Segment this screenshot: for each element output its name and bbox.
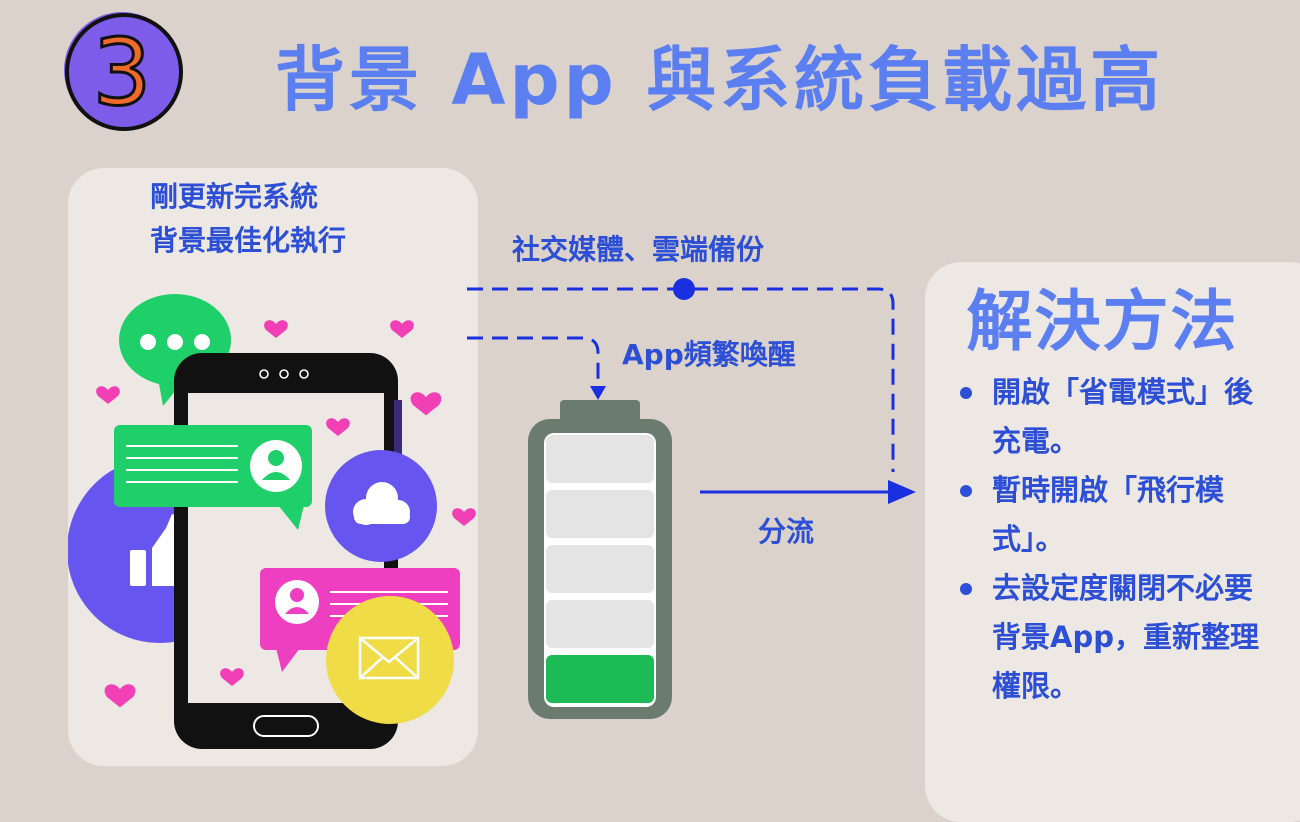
solution-title: 解決方法 (966, 283, 1239, 360)
battery-segment-empty (546, 435, 654, 483)
phone-illustration (68, 294, 476, 749)
message-lines (126, 445, 238, 483)
solution-item: 暫時開啟「飛行模式」。 (960, 466, 1280, 564)
badge-circle (64, 12, 180, 128)
label-app-wake: App頻繁喚醒 (622, 338, 796, 371)
label-social-cloud: 社交媒體、雲端備份 (512, 233, 765, 266)
cloud-icon (353, 482, 410, 525)
caption-line-2: 背景最佳化執行 (150, 224, 347, 257)
label-split: 分流 (758, 515, 815, 548)
flow-arrows (467, 278, 916, 504)
battery-segment-charged (546, 655, 654, 703)
arrowhead-down (590, 386, 606, 400)
heart-icons (96, 320, 476, 708)
step-number-badge: 3 (64, 12, 183, 131)
caption-line-1: 剛更新完系統 (150, 180, 319, 213)
arrowhead-right (888, 480, 916, 504)
ellipsis-icon (140, 334, 210, 350)
phone-camera-dots (259, 369, 309, 379)
solution-item: 開啟「省電模式」後充電。 (960, 368, 1280, 466)
dashed-arrow-social (467, 287, 895, 472)
solution-item: 去設定度關閉不必要背景App，重新整理權限。 (960, 564, 1280, 711)
solution-list: 開啟「省電模式」後充電。 暫時開啟「飛行模式」。 去設定度關閉不必要背景App，… (960, 368, 1280, 711)
battery-segment-empty (546, 600, 654, 648)
home-button (253, 715, 319, 737)
status-caption: 剛更新完系統 背景最佳化執行 (150, 175, 346, 263)
battery-segment-empty (546, 490, 654, 538)
page-title: 背景 App 與系統負載過高 (275, 39, 1165, 121)
step-number: 3 (93, 19, 152, 126)
flow-node-dot (673, 278, 695, 300)
solution-panel (925, 262, 1300, 822)
dashed-arrow-wake (467, 336, 600, 388)
mail-icon (358, 636, 420, 680)
battery-icon (528, 400, 672, 719)
battery-segment-empty (546, 545, 654, 593)
badge-outline (65, 13, 183, 131)
